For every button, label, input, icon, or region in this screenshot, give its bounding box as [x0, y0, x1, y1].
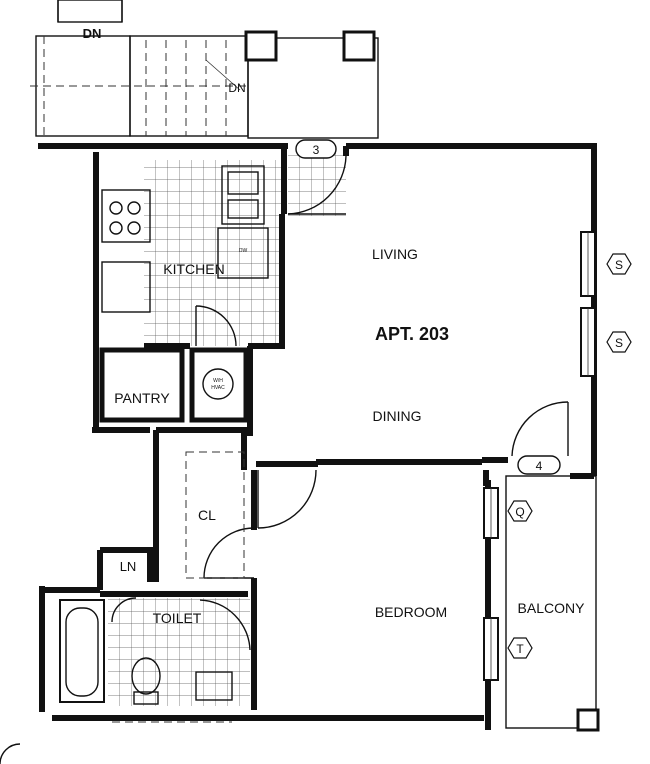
- label-living: LIVING: [372, 246, 418, 262]
- svg-text:Q: Q: [515, 505, 524, 519]
- balcony-post: [576, 708, 600, 732]
- water-heater-icon: [202, 368, 234, 400]
- label-dw: DW: [239, 248, 248, 254]
- kitchen-tile: [144, 160, 284, 346]
- svg-text:S: S: [615, 336, 623, 350]
- symbol-s-2: S: [606, 331, 632, 353]
- label-balcony: BALCONY: [518, 600, 586, 616]
- closet-shelf: [185, 451, 245, 579]
- symbol-s-1: S: [606, 253, 632, 275]
- label-hvac: HVAC: [211, 385, 225, 391]
- east-windows: [483, 231, 596, 681]
- landing-speckle: [247, 37, 379, 139]
- bath-north-wall: [39, 586, 248, 712]
- label-wh: W/H: [213, 378, 223, 384]
- kitchen-east-wall: [248, 214, 285, 349]
- stair-area: [30, 0, 249, 137]
- label-bedroom: BEDROOM: [375, 604, 447, 620]
- bedroom-north-wall: [256, 459, 482, 467]
- label-linen: LN: [120, 559, 137, 574]
- label-toilet: TOILET: [153, 610, 202, 626]
- entry-walls: [281, 146, 349, 214]
- label-dining: DINING: [373, 408, 422, 424]
- kitchen-fixtures: [101, 165, 269, 313]
- column-right: [342, 30, 376, 62]
- compass-partial: [0, 743, 21, 764]
- bath-tile: [108, 598, 250, 706]
- symbol-q: Q: [507, 500, 533, 522]
- label-dn-top: DN: [83, 26, 102, 41]
- label-dn-stairs: DN: [228, 81, 245, 95]
- door-tag-3: 3: [295, 139, 337, 159]
- svg-text:S: S: [615, 258, 623, 272]
- entry-tile: [288, 152, 346, 216]
- column-left: [244, 30, 278, 62]
- svg-text:T: T: [516, 642, 524, 656]
- hvac-box: [189, 347, 249, 423]
- label-pantry: PANTRY: [114, 390, 170, 406]
- door-tag-4: 4: [517, 455, 561, 475]
- linen-walls: [97, 547, 153, 590]
- label-kitchen: KITCHEN: [163, 261, 224, 277]
- label-apartment: APT. 203: [375, 324, 449, 344]
- symbol-t: T: [507, 637, 533, 659]
- svg-text:3: 3: [313, 143, 320, 157]
- pantry-box: [99, 347, 185, 423]
- balcony-outline: [505, 475, 597, 729]
- label-closet: CL: [198, 507, 216, 523]
- svg-text:4: 4: [536, 459, 543, 473]
- door-swings: [111, 155, 569, 651]
- bath-fixtures: [59, 599, 233, 705]
- hall-walls: [92, 346, 253, 470]
